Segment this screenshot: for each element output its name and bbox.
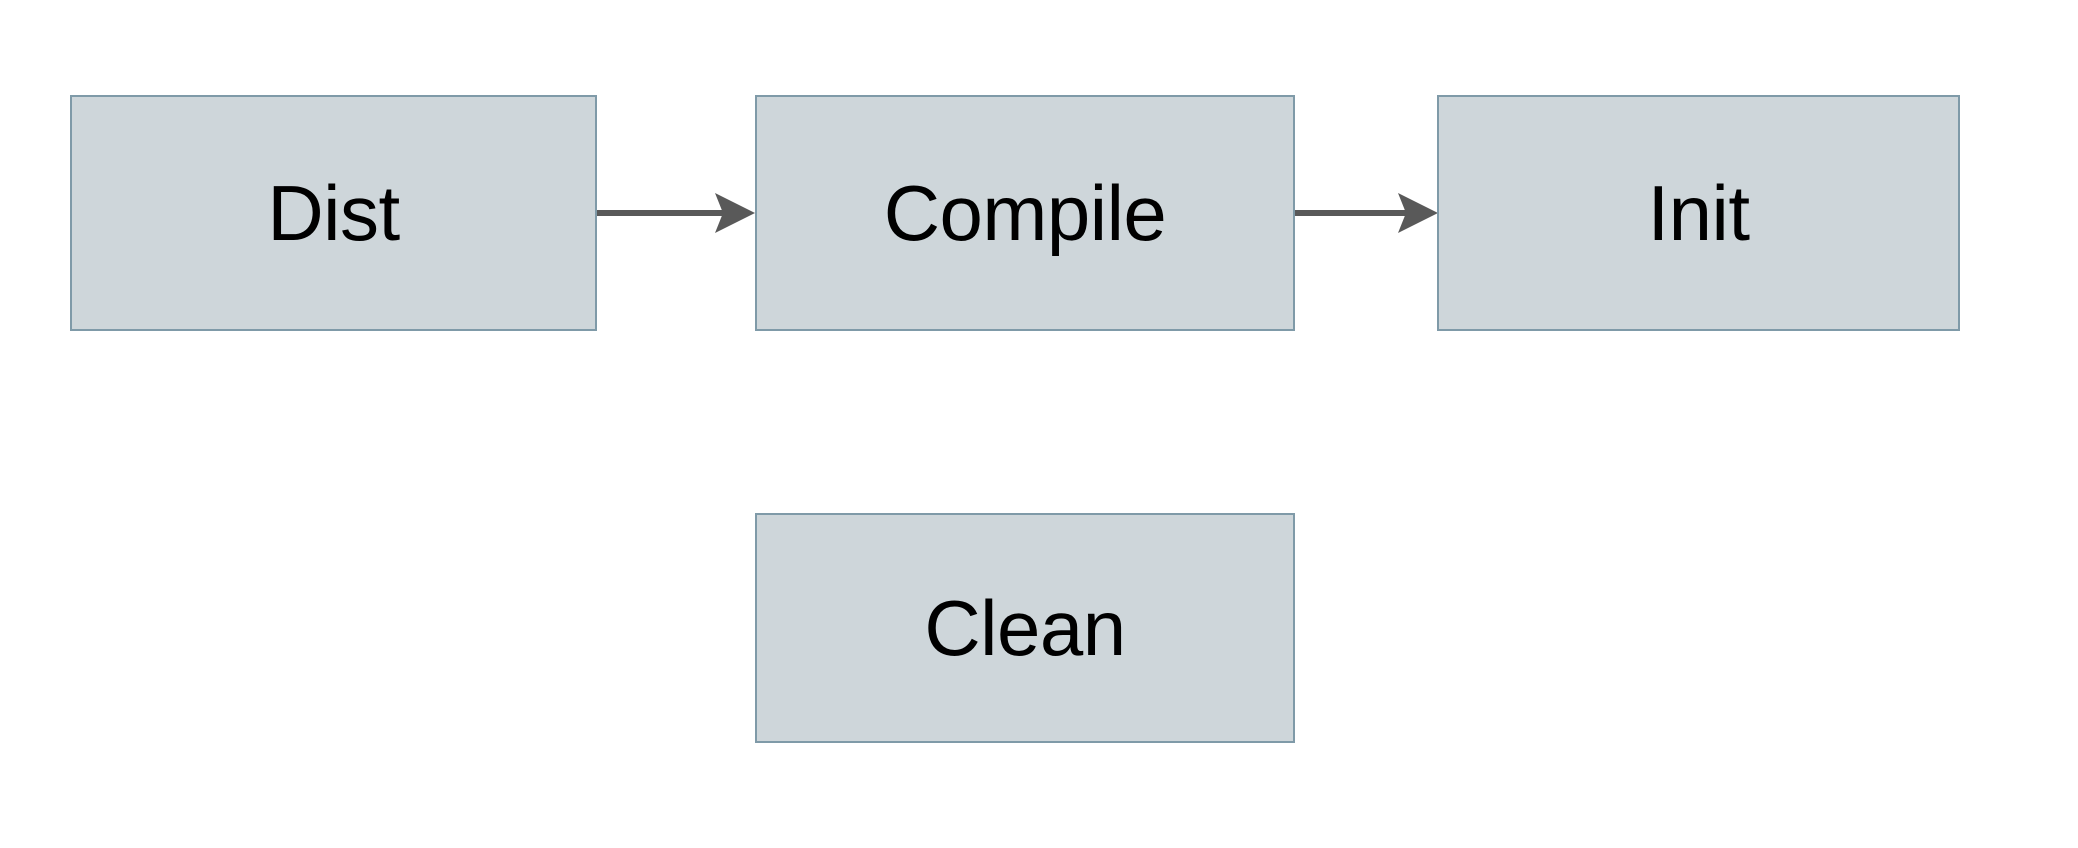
edge-dist-to-compile[interactable]	[597, 182, 757, 244]
edge-compile-to-init-arrowhead-icon	[1398, 193, 1438, 233]
node-compile[interactable]: Compile	[755, 95, 1295, 331]
node-clean-label: Clean	[924, 584, 1126, 672]
node-init-label: Init	[1647, 169, 1750, 257]
edge-compile-to-init[interactable]	[1295, 182, 1440, 244]
node-dist[interactable]: Dist	[70, 95, 597, 331]
node-dist-label: Dist	[267, 169, 400, 257]
node-init[interactable]: Init	[1437, 95, 1960, 331]
edge-dist-to-compile-arrowhead-icon	[715, 193, 755, 233]
node-compile-label: Compile	[883, 169, 1167, 257]
node-clean[interactable]: Clean	[755, 513, 1295, 743]
